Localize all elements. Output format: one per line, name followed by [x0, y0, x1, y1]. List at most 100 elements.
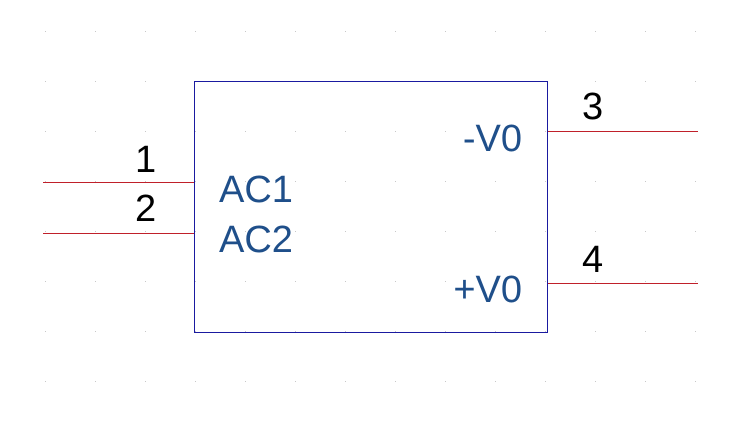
grid-dot	[145, 181, 146, 182]
grid-dot	[395, 231, 396, 232]
grid-dot	[245, 281, 246, 282]
grid-dot	[195, 181, 196, 182]
grid-dot	[545, 181, 546, 182]
grid-dot	[145, 331, 146, 332]
grid-dot	[245, 231, 246, 232]
grid-dot	[395, 381, 396, 382]
component-body[interactable]	[194, 81, 548, 333]
pin-2-name: AC2	[219, 219, 293, 261]
grid-dot	[645, 181, 646, 182]
grid-dot	[495, 331, 496, 332]
grid-dot	[495, 381, 496, 382]
grid-dot	[145, 231, 146, 232]
grid-dot	[495, 231, 496, 232]
grid-dot	[445, 381, 446, 382]
grid-dot	[295, 231, 296, 232]
grid-dot	[95, 331, 96, 332]
grid-dot	[95, 131, 96, 132]
grid-dot	[145, 31, 146, 32]
grid-dot	[645, 381, 646, 382]
pin-1-name: AC1	[219, 169, 293, 211]
grid-dot	[45, 231, 46, 232]
grid-dot	[195, 131, 196, 132]
grid-dot	[195, 381, 196, 382]
grid-dot	[595, 81, 596, 82]
grid-dot	[195, 231, 196, 232]
grid-dot	[95, 81, 96, 82]
grid-dot	[245, 31, 246, 32]
grid-dot	[345, 131, 346, 132]
pin-1-number: 1	[135, 139, 156, 181]
grid-dot	[245, 331, 246, 332]
grid-dot	[95, 281, 96, 282]
grid-dot	[345, 381, 346, 382]
grid-dot	[295, 131, 296, 132]
grid-dot	[545, 331, 546, 332]
grid-dot	[595, 181, 596, 182]
grid-dot	[45, 381, 46, 382]
grid-dot	[245, 181, 246, 182]
grid-dot	[445, 231, 446, 232]
grid-dot	[295, 31, 296, 32]
grid-dot	[695, 81, 696, 82]
grid-dot	[545, 381, 546, 382]
grid-dot	[345, 31, 346, 32]
grid-dot	[695, 31, 696, 32]
grid-dot	[495, 281, 496, 282]
pin-4-number: 4	[582, 239, 603, 281]
grid-dot	[395, 281, 396, 282]
grid-dot	[645, 81, 646, 82]
grid-dot	[495, 31, 496, 32]
grid-dot	[645, 231, 646, 232]
grid-dot	[695, 181, 696, 182]
grid-dot	[445, 331, 446, 332]
grid-dot	[195, 281, 196, 282]
grid-dot	[295, 281, 296, 282]
grid-dot	[295, 181, 296, 182]
pin-3-name: -V0	[463, 118, 522, 160]
grid-dot	[595, 381, 596, 382]
grid-dot	[445, 281, 446, 282]
grid-dot	[695, 281, 696, 282]
grid-dot	[595, 331, 596, 332]
grid-dot	[545, 231, 546, 232]
pin-2-number: 2	[135, 188, 156, 230]
grid-dot	[345, 181, 346, 182]
grid-dot	[445, 131, 446, 132]
grid-dot	[395, 31, 396, 32]
grid-dot	[345, 281, 346, 282]
grid-dot	[645, 281, 646, 282]
grid-dot	[145, 81, 146, 82]
grid-dot	[45, 181, 46, 182]
grid-dot	[45, 281, 46, 282]
pin-3-number: 3	[582, 86, 603, 128]
pin-4-name: +V0	[453, 269, 522, 311]
grid-dot	[145, 131, 146, 132]
grid-dot	[695, 231, 696, 232]
grid-dot	[95, 381, 96, 382]
grid-dot	[295, 381, 296, 382]
grid-dot	[645, 331, 646, 332]
grid-dot	[595, 281, 596, 282]
grid-dot	[45, 331, 46, 332]
grid-dot	[95, 31, 96, 32]
grid-dot	[345, 231, 346, 232]
grid-dot	[245, 131, 246, 132]
grid-dot	[695, 381, 696, 382]
grid-dot	[95, 231, 96, 232]
grid-dot	[395, 181, 396, 182]
grid-dot	[495, 131, 496, 132]
grid-dot	[395, 331, 396, 332]
grid-dot	[695, 331, 696, 332]
grid-dot	[95, 181, 96, 182]
grid-dot	[145, 281, 146, 282]
grid-dot	[495, 181, 496, 182]
grid-dot	[645, 31, 646, 32]
grid-dot	[445, 31, 446, 32]
grid-dot	[445, 181, 446, 182]
grid-dot	[545, 281, 546, 282]
grid-dot	[395, 131, 396, 132]
grid-dot	[595, 31, 596, 32]
grid-dot	[295, 331, 296, 332]
grid-dot	[145, 381, 146, 382]
